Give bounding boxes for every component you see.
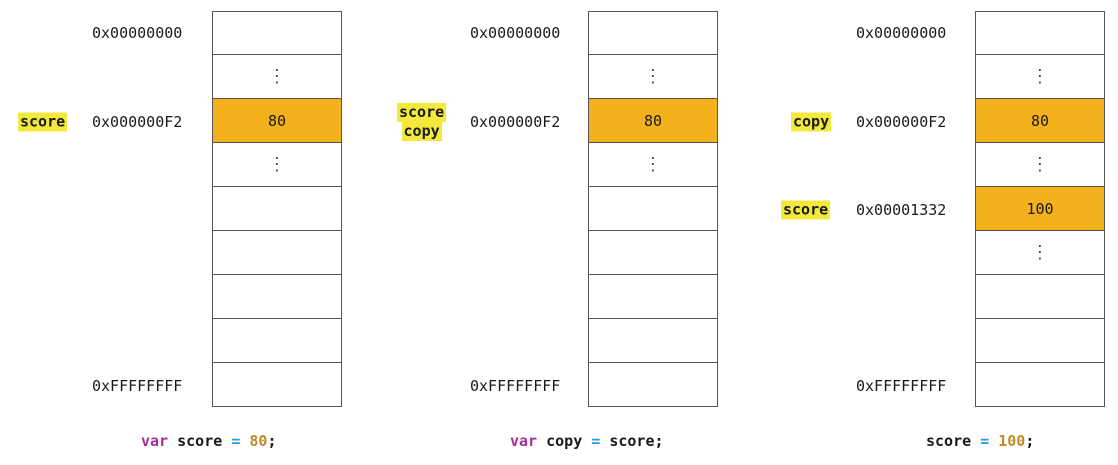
address-mid: 0x000000F2 [856,113,947,131]
memory-column: ⋮ 80 ⋮ 100 ⋮ [975,11,1105,407]
memory-cell-value: 80 [975,99,1105,143]
address-bottom: 0xFFFFFFFF [470,377,561,395]
variable-label-score: score [781,200,831,220]
code-keyword: var [510,432,538,450]
variable-label-copy: copy [401,122,442,141]
memory-cell [975,363,1105,407]
memory-cell-ellipsis: ⋮ [975,143,1105,187]
code-identifier: copy [546,432,583,450]
memory-cell [212,187,342,231]
code-identifier: score [926,432,972,450]
memory-panel-1: score 0x00000000 0x000000F2 0xFFFFFFFF ⋮… [0,0,372,465]
memory-cell [588,319,718,363]
memory-panel-3: copy score 0x00000000 0x000000F2 0x00001… [744,0,1118,465]
memory-cell [588,11,718,55]
memory-cell [588,187,718,231]
code-operator: = [980,432,990,450]
code-terminator: ; [654,432,664,450]
code-value: 100 [998,432,1026,450]
memory-cell [975,11,1105,55]
code-operator: = [231,432,241,450]
address-mid: 0x000000F2 [470,113,561,131]
address-mid-2: 0x00001332 [856,201,947,219]
memory-cell-ellipsis: ⋮ [212,55,342,99]
memory-cell [588,363,718,407]
memory-cell-ellipsis: ⋮ [975,55,1105,99]
address-top: 0x00000000 [92,24,183,42]
variable-label-group: score copy [397,103,447,141]
memory-cell-ellipsis: ⋮ [588,55,718,99]
variable-label-copy: copy [791,112,832,132]
memory-cell [212,231,342,275]
memory-cell [212,363,342,407]
address-top: 0x00000000 [856,24,947,42]
code-identifier: score [177,432,223,450]
code-statement: score = 100; [926,432,1034,450]
memory-column: ⋮ 80 ⋮ [212,11,342,407]
code-statement: var score = 80; [141,432,276,450]
memory-panel-2: score copy 0x00000000 0x000000F2 0xFFFFF… [372,0,744,465]
memory-cell-ellipsis: ⋮ [212,143,342,187]
address-bottom: 0xFFFFFFFF [92,377,183,395]
code-value: score [609,432,655,450]
memory-cell-value: 80 [212,99,342,143]
memory-cell-ellipsis: ⋮ [588,143,718,187]
code-operator: = [591,432,601,450]
memory-cell [588,275,718,319]
code-terminator: ; [267,432,277,450]
variable-label-score: score [18,112,68,132]
memory-cell [588,231,718,275]
code-terminator: ; [1025,432,1035,450]
memory-cell-value: 80 [588,99,718,143]
memory-cell [212,319,342,363]
memory-column: ⋮ 80 ⋮ [588,11,718,407]
memory-cell [975,319,1105,363]
address-mid: 0x000000F2 [92,113,183,131]
code-keyword: var [141,432,169,450]
memory-cell-value: 100 [975,187,1105,231]
memory-cell-ellipsis: ⋮ [975,231,1105,275]
memory-cell [975,275,1105,319]
code-value: 80 [249,432,268,450]
memory-cell [212,11,342,55]
memory-cell [212,275,342,319]
variable-label-score: score [397,103,447,122]
address-top: 0x00000000 [470,24,561,42]
code-statement: var copy = score; [510,432,664,450]
address-bottom: 0xFFFFFFFF [856,377,947,395]
